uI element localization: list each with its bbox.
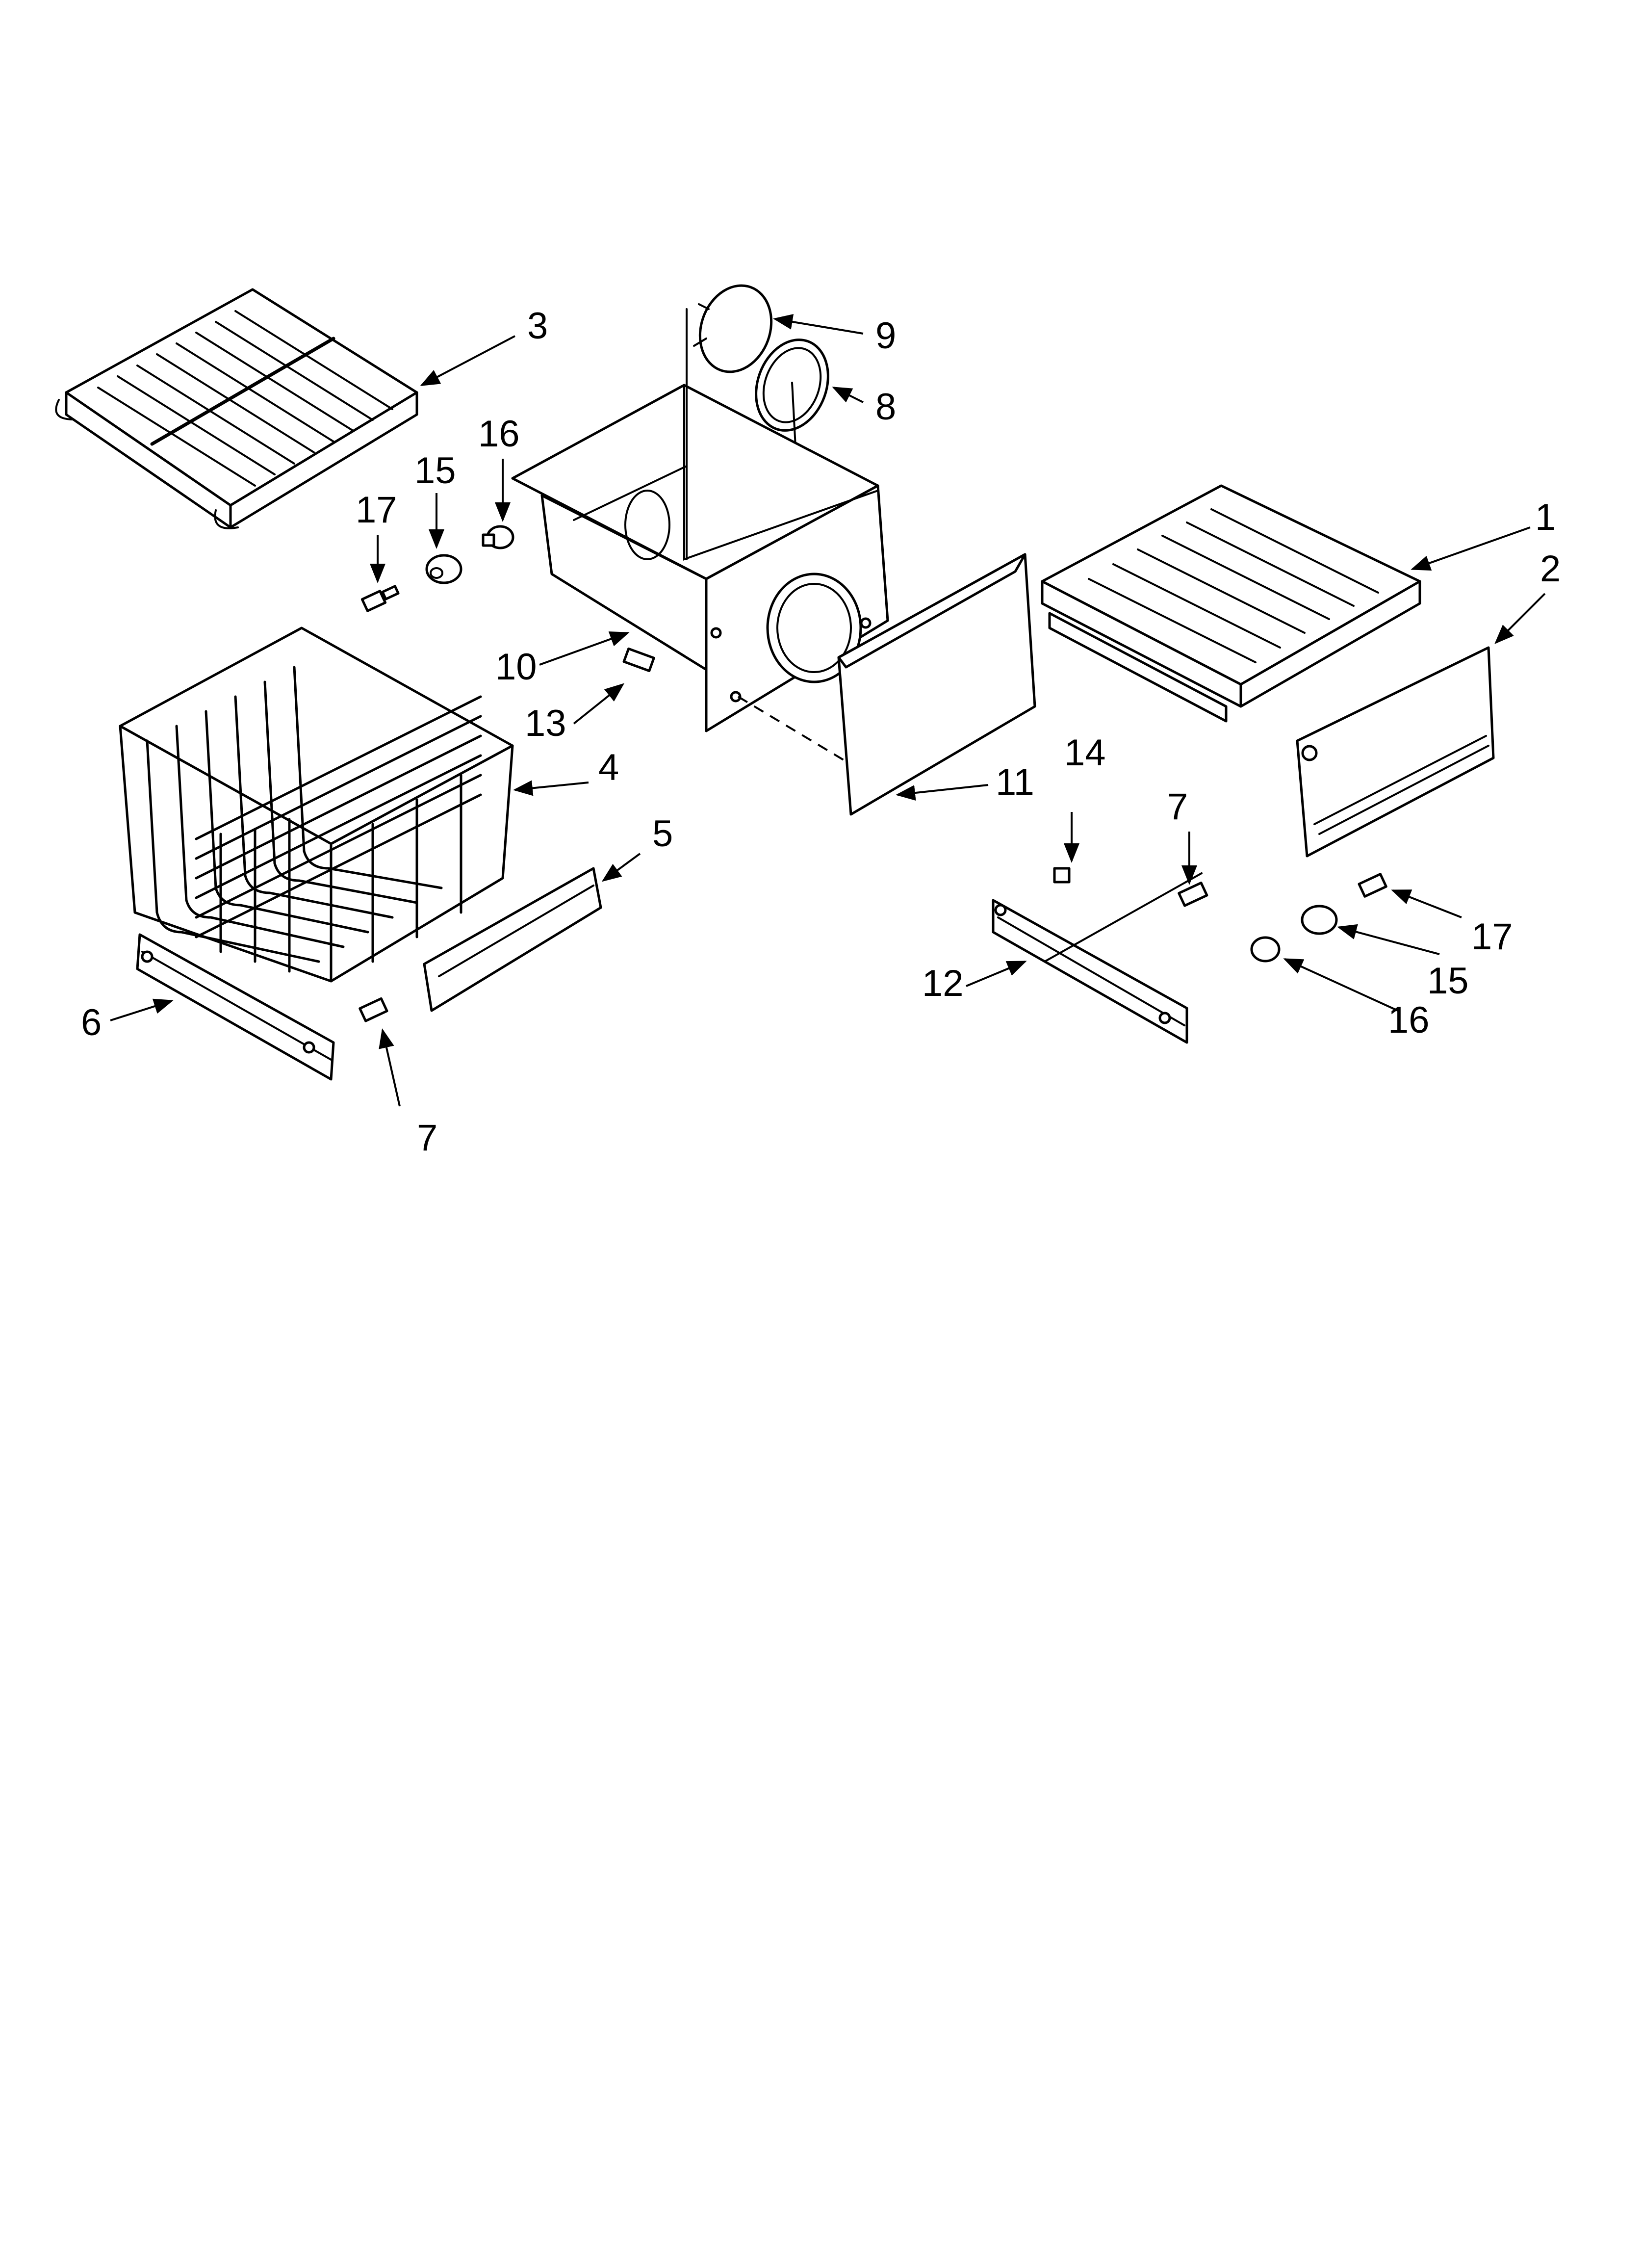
- callout-15-left: 15: [414, 450, 456, 492]
- part-2-drawer-front: [1296, 646, 1495, 858]
- callout-12: 12: [922, 963, 964, 1004]
- callout-17-left: 17: [356, 489, 397, 531]
- part-13-screw: [622, 647, 655, 672]
- callout-11: 11: [996, 761, 1034, 803]
- leader-arrows: [110, 314, 1546, 1107]
- part-15-bushing-left: [425, 554, 462, 584]
- callout-5: 5: [652, 813, 673, 855]
- callout-10: 10: [495, 646, 537, 688]
- callout-15-right: 15: [1427, 960, 1469, 1002]
- part-14-stop: [1053, 867, 1071, 884]
- part-5-slide-rail: [423, 867, 602, 1012]
- part-10-fan-housing: [511, 308, 889, 732]
- callout-17-right: 17: [1471, 916, 1513, 958]
- callout-6: 6: [81, 1002, 102, 1043]
- part-4-wire-basket: [119, 626, 514, 983]
- callout-16-left: 16: [478, 413, 520, 455]
- part-8-fan-grille: [755, 339, 829, 521]
- callout-13: 13: [525, 703, 566, 744]
- part-7-screw-left: [359, 997, 388, 1022]
- callout-8: 8: [875, 386, 896, 428]
- callout-2: 2: [1540, 548, 1561, 590]
- part-11-cover-panel: [837, 553, 1036, 816]
- part-3-wire-shelf: [55, 288, 418, 529]
- part-16-bushing-left: [482, 525, 514, 549]
- part-16-bushing-right: [1250, 936, 1281, 963]
- part-9-fan-cover: [693, 284, 773, 373]
- callout-14: 14: [1064, 732, 1106, 774]
- part-12-slide-rail: [992, 872, 1203, 1044]
- callout-3: 3: [527, 305, 548, 347]
- callout-7-right: 7: [1167, 786, 1188, 828]
- callout-9: 9: [875, 315, 896, 357]
- part-1-shelf: [1041, 484, 1421, 723]
- part-7-screw-right: [1178, 882, 1208, 907]
- callout-4: 4: [598, 747, 619, 788]
- part-17-screw-left: [360, 585, 400, 612]
- callout-labels: 3 9 8 1 2 17 15 16 10 13 4 11 5 6 7 14 7…: [81, 305, 1561, 1159]
- callout-7-left: 7: [417, 1117, 437, 1159]
- part-17-screw-right: [1358, 873, 1387, 898]
- callout-1: 1: [1535, 496, 1556, 538]
- part-6-slide-rail: [136, 933, 335, 1081]
- callout-16-right: 16: [1388, 999, 1430, 1041]
- part-15-bushing-right: [1301, 905, 1338, 935]
